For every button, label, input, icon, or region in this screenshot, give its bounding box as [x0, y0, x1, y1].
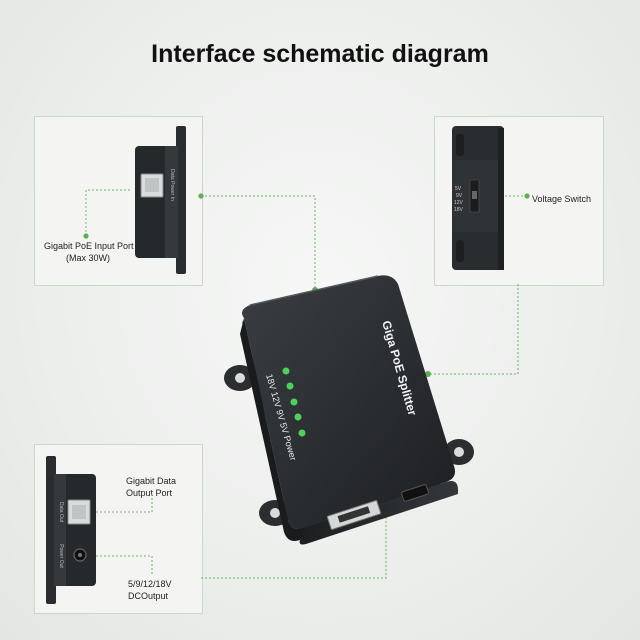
input-port-label-line2: (Max 30W)	[66, 253, 111, 263]
connector-input-to-device	[201, 195, 316, 290]
switch-pos-5v: 5V	[455, 186, 462, 192]
connector-output-to-device	[201, 506, 387, 579]
data-output-label-line1: Gigabit Data	[126, 476, 177, 486]
input-side-port-label: Data Power In	[169, 169, 175, 201]
connector-input-port	[85, 189, 132, 236]
led-5v	[294, 413, 302, 421]
led-18v	[282, 367, 290, 375]
status-leds	[282, 367, 306, 437]
device-front-face	[240, 318, 304, 541]
dc-output-label-line1: 5/9/12/18V	[128, 579, 172, 589]
device-dc-port	[401, 484, 429, 502]
data-output-label: Gigabit Data Output Port	[126, 475, 176, 499]
dc-output-label-line2: DCOutput	[128, 591, 169, 601]
led-power	[298, 429, 306, 437]
device-top-surface	[242, 275, 455, 529]
voltage-switch-side-view: 5V 9V 12V 18V	[452, 126, 504, 270]
connector-data-output	[88, 494, 153, 513]
power-out-side-label: Power Out	[58, 544, 64, 568]
input-port-label: Gigabit PoE Input Port (Max 30W)	[44, 240, 134, 264]
led-12v	[286, 382, 294, 390]
voltage-switch-label: Voltage Switch	[532, 194, 592, 204]
connector-switch-to-device	[428, 284, 519, 375]
mounting-ear-left	[224, 365, 256, 391]
switch-pos-9v: 9V	[456, 193, 463, 199]
led-9v	[290, 398, 298, 406]
input-port-side-view: Data Power In	[135, 126, 186, 274]
switch-pos-12v: 12V	[454, 200, 464, 206]
input-port-label-line1: Gigabit PoE Input Port	[44, 241, 134, 251]
switch-pos-18v: 18V	[454, 207, 464, 213]
diagram-title: Interface schematic diagram	[151, 40, 489, 68]
dc-output-label: 5/9/12/18V DCOutput	[128, 578, 172, 602]
output-ports-side-view: Data Out Power Out	[46, 456, 96, 604]
connector-lines	[85, 189, 527, 579]
switch-position-labels: 5V 9V 12V 18V	[454, 186, 464, 213]
data-output-label-line2: Output Port	[126, 488, 173, 498]
poe-splitter-device: 18V 12V 9V 5V Power Giga PoE Splitter	[224, 275, 474, 545]
data-out-side-label: Data Out	[58, 502, 64, 523]
connector-dc-output	[88, 555, 153, 576]
